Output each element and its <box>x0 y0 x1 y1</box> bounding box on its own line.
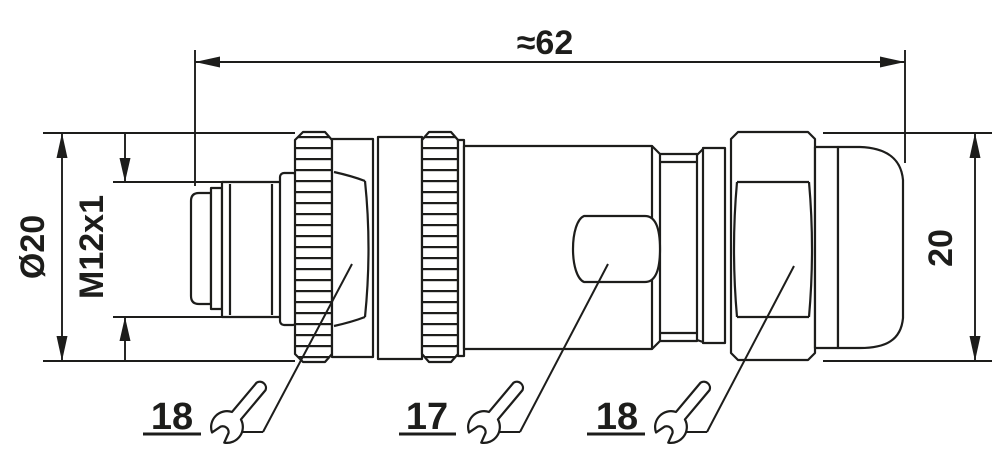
dim-outer-diameter-label: Ø20 <box>14 215 52 279</box>
wrench-callout-middle: 17 <box>399 263 609 445</box>
smooth-ring <box>376 135 424 361</box>
arrowhead-up <box>119 317 131 341</box>
dimension-outer-diameter: Ø20 <box>14 132 295 362</box>
plug-tip <box>189 191 213 306</box>
wrench-size-label: 18 <box>151 396 193 438</box>
cable-gland-cap <box>836 145 905 350</box>
arrowhead-down <box>969 336 981 361</box>
wrench-callout-front: 18 <box>143 263 353 445</box>
arrowhead-down <box>119 158 131 182</box>
dim-rear-diameter-label: 20 <box>922 229 960 267</box>
dim-thread-label: M12x1 <box>73 195 111 299</box>
hex-nut <box>729 130 817 362</box>
wrench-icon <box>654 380 712 445</box>
dimension-rear-diameter: 20 <box>823 132 992 362</box>
gland-flange <box>701 146 727 345</box>
arrowhead-up <box>56 133 68 158</box>
cap-ring <box>813 145 840 350</box>
hex-nut-facet <box>732 181 739 318</box>
coupling-hex-facet <box>333 315 366 328</box>
leader-line <box>706 265 795 433</box>
wrench-size-label: 17 <box>406 396 448 438</box>
dimension-thread: M12x1 <box>73 133 222 361</box>
leader-line <box>519 263 609 433</box>
wrench-callout-rear: 18 <box>587 265 795 445</box>
dimension-overall-length: ≈62 <box>194 24 906 186</box>
plug-tip-step <box>209 186 224 311</box>
wrench-size-label: 18 <box>596 396 638 438</box>
housing-chamfer <box>651 340 661 350</box>
arrowhead-up <box>969 133 981 158</box>
coupling-hex-facet <box>363 180 370 318</box>
connector-drawing <box>189 130 905 364</box>
arrowhead-right <box>880 56 905 68</box>
arrowhead-left <box>195 56 220 68</box>
leader-line <box>262 263 353 433</box>
wrench-icon <box>467 380 525 445</box>
arrowhead-down <box>56 336 68 361</box>
housing-boss <box>571 214 662 284</box>
knurl-ring-rear <box>420 130 460 364</box>
knurl-ring-front <box>293 130 334 364</box>
coupling-hex-facet <box>333 170 366 183</box>
gland-waist <box>658 152 699 343</box>
housing-chamfer <box>651 145 661 155</box>
dim-overall-length-label: ≈62 <box>517 24 573 62</box>
wrench-icon <box>210 380 268 445</box>
hex-nut-facet <box>807 181 814 318</box>
